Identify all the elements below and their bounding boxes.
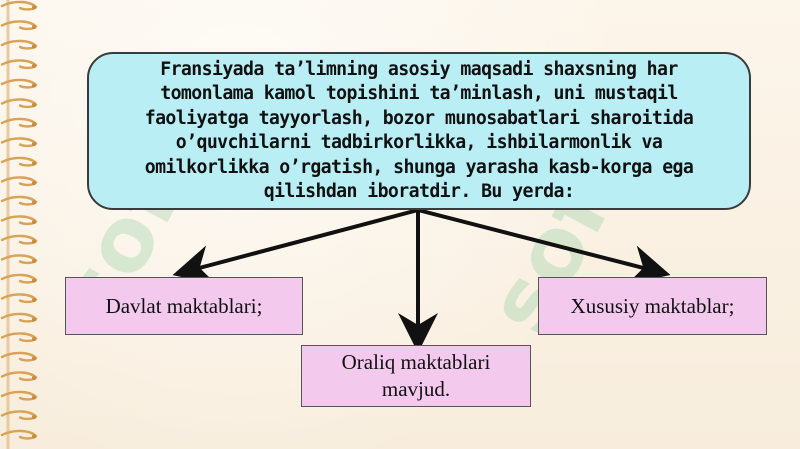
binding-ring <box>0 254 38 265</box>
binding-hole <box>32 278 36 283</box>
intermediate-schools-label-line1: Oraliq maktablari <box>341 350 491 374</box>
binding-ring <box>0 234 38 245</box>
binding-ring <box>0 390 38 401</box>
binding-ring <box>0 117 38 128</box>
intermediate-schools-label-line2: mavjud. <box>381 377 451 401</box>
binding-hole <box>32 122 36 127</box>
binding-hole <box>32 44 36 49</box>
state-schools-box: Davlat maktablari; <box>65 277 303 335</box>
private-schools-box: Xususiy maktablar; <box>538 277 767 335</box>
arrow-to-left <box>172 208 419 285</box>
binding-hole <box>32 239 36 244</box>
binding-hole <box>32 25 36 29</box>
binding-ring <box>0 429 38 440</box>
main-line: Fransiyada ta’limning asosiy maqsadi sha… <box>160 58 678 80</box>
binding-hole <box>32 298 36 302</box>
binding-ring <box>0 98 38 109</box>
binding-hole <box>32 415 36 419</box>
binding-ring <box>0 176 38 187</box>
binding-ring <box>0 332 38 343</box>
binding-hole <box>32 376 36 380</box>
binding-ring <box>0 312 38 323</box>
main-line: o’quvchilarni tadbirkorlikka, ishbilarmo… <box>175 132 663 153</box>
private-schools-label: Xususiy maktablar; <box>570 293 735 318</box>
main-line: omilkorlikka o’rgatish, shunga yarasha k… <box>144 156 694 178</box>
binding-ring <box>0 137 38 148</box>
state-schools-label: Davlat maktablari; <box>105 293 263 318</box>
main-statement-text: Fransiyada ta’limning asosiy maqsadi sha… <box>145 58 694 205</box>
binding-hole <box>32 337 36 341</box>
main-line: tomonlama kamol topishini ta’minlash, un… <box>160 83 678 104</box>
binding-hole <box>32 356 36 361</box>
main-statement-box: Fransiyada ta’limning asosiy maqsadi sha… <box>87 52 751 210</box>
binding-ring <box>0 410 38 421</box>
binding-ring <box>0 215 38 226</box>
binding-hole <box>32 259 36 263</box>
binding-hole <box>32 64 36 68</box>
binding-hole <box>32 317 36 322</box>
binding-ring <box>0 20 38 31</box>
binding-ring <box>0 59 38 70</box>
binding-ring <box>0 78 38 89</box>
binding-hole <box>32 5 36 10</box>
binding-hole <box>32 161 36 166</box>
binding-hole <box>32 181 36 185</box>
binding-ring <box>0 273 38 284</box>
main-line: faoliyatga tayyorlash, bozor munosabatla… <box>144 107 694 129</box>
binding-hole <box>32 142 36 146</box>
main-line: qilishdan iboratdir. Bu yerda: <box>263 181 575 202</box>
binding-ring <box>0 0 38 11</box>
binding-ring <box>0 371 38 382</box>
binding-hole <box>32 395 36 400</box>
binding-ring <box>0 195 38 206</box>
binding-hole <box>32 434 36 439</box>
notebook-binding <box>0 0 44 449</box>
binding-ring <box>0 293 38 304</box>
binding-hole <box>32 220 36 224</box>
intermediate-schools-box: Oraliq maktablari mavjud. <box>301 345 531 407</box>
binding-ring <box>0 351 38 362</box>
binding-hole <box>32 200 36 205</box>
binding-hole <box>32 103 36 107</box>
arrow-to-right <box>417 208 671 285</box>
binding-ring <box>0 39 38 50</box>
binding-ring <box>0 156 38 167</box>
binding-hole <box>32 83 36 88</box>
